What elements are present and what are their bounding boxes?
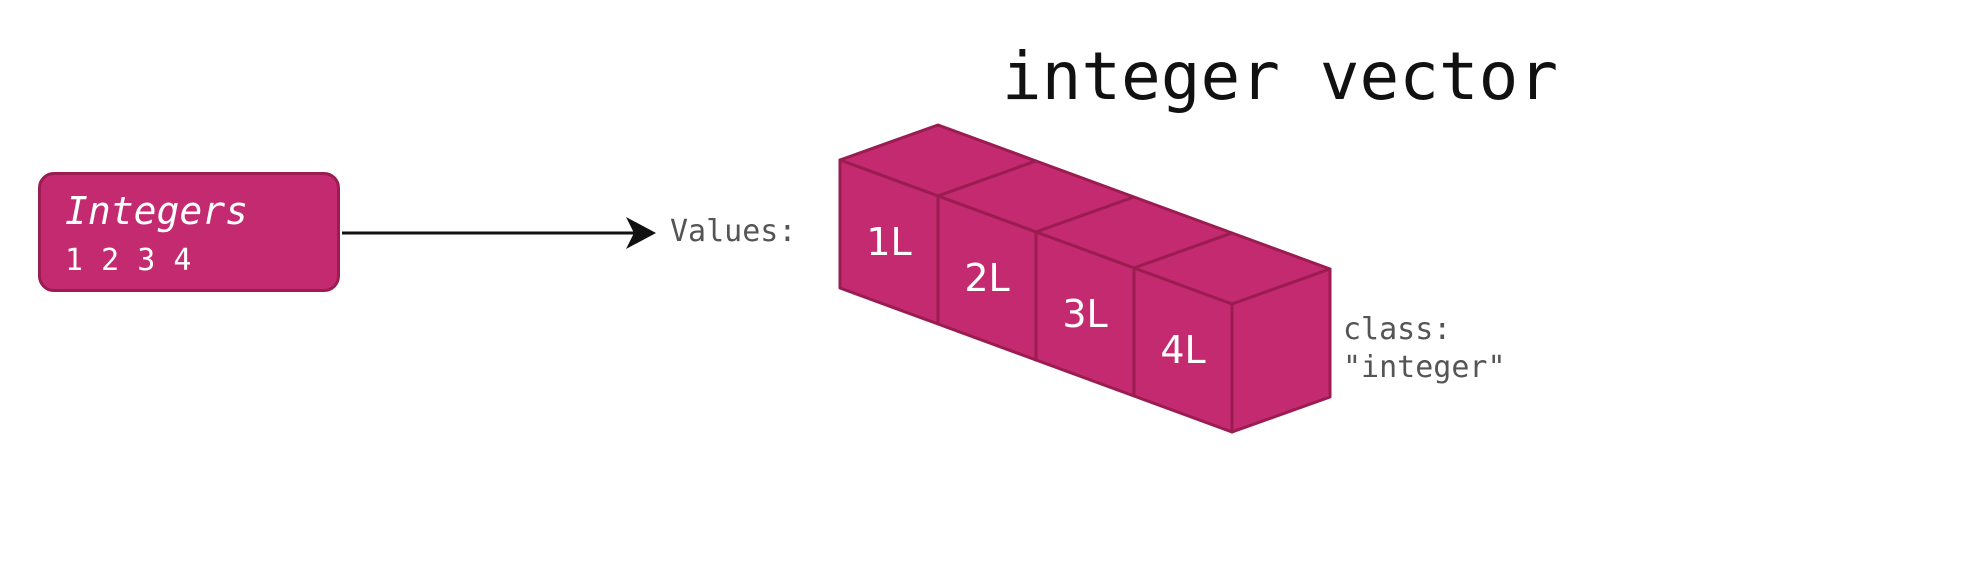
arrow-head [626, 217, 656, 249]
arrow [342, 217, 656, 249]
vector-cells: 1L 2L 3L 4L [838, 123, 1332, 434]
diagram-title: integer vector [1001, 38, 1559, 115]
cell-label: 2L [964, 256, 1009, 300]
values-label: Values: [670, 214, 797, 249]
class-label: class: [1343, 312, 1452, 347]
class-value: "integer" [1343, 350, 1506, 385]
source-card-values: 1 2 3 4 [65, 243, 192, 278]
source-card-title: Integers [65, 189, 249, 233]
cell-label: 1L [866, 220, 911, 264]
cell-label: 3L [1062, 292, 1107, 336]
cell-label: 4L [1160, 328, 1205, 372]
vector-side-face [1230, 267, 1332, 434]
integers-source-card: Integers 1 2 3 4 [38, 172, 340, 292]
